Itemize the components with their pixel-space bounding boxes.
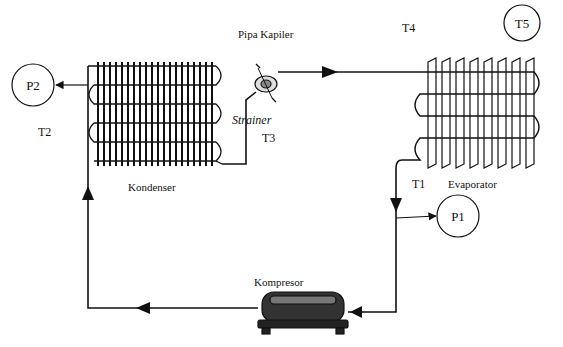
part-label: T4 xyxy=(402,22,415,35)
suction-pipe xyxy=(348,160,414,312)
sensor-circle: T5 xyxy=(503,4,541,42)
part-label: Evaporator xyxy=(448,178,497,190)
part-label: Strainer xyxy=(232,114,271,127)
sensor-circle: P1 xyxy=(436,194,480,238)
condenser-coil xyxy=(88,66,222,164)
part-label: Kompresor xyxy=(254,276,304,288)
sensor-tag: P2 xyxy=(11,79,55,92)
sensor-tag: P1 xyxy=(436,210,480,223)
condenser-wires xyxy=(98,62,212,166)
discharge-pipe xyxy=(88,66,258,308)
capillary-pipe xyxy=(278,71,420,73)
sensor-leaders xyxy=(56,85,436,218)
compressor-symbol xyxy=(258,292,348,334)
sensor-circle: P2 xyxy=(11,63,55,107)
part-label: Pipa Kapiler xyxy=(238,28,293,40)
sensor-tag: T5 xyxy=(503,17,541,30)
liquid-pipe xyxy=(222,92,256,164)
flow-arrows xyxy=(82,66,402,318)
part-label: Kondenser xyxy=(128,181,176,193)
part-label: T1 xyxy=(412,178,425,191)
strainer-symbol xyxy=(255,64,277,102)
evaporator-fins xyxy=(428,58,534,168)
part-label: T2 xyxy=(38,126,51,139)
part-label: T3 xyxy=(262,132,275,145)
condenser-tube xyxy=(89,66,221,161)
